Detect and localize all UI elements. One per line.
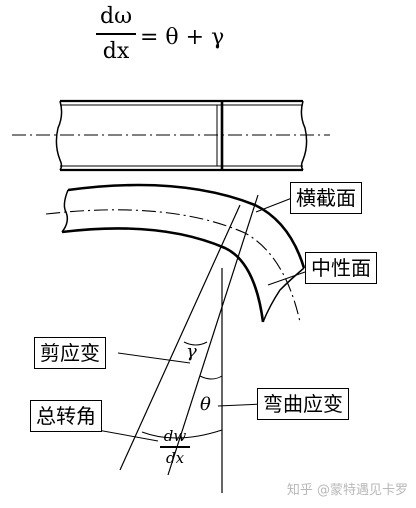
- cross-section-leader: [255, 197, 293, 213]
- dwdx-fraction: dw dx: [160, 428, 190, 466]
- theta-arc: [199, 375, 223, 380]
- bending-strain-leader: [217, 403, 263, 407]
- formula: dω dx = θ + γ: [96, 4, 256, 74]
- undeformed-beam-right-break: [300, 100, 308, 171]
- formula-denominator: dx: [102, 39, 130, 64]
- neutral-axis-line: [45, 209, 301, 323]
- shear-strain-label: 剪应变: [34, 337, 106, 369]
- watermark: 知乎 @蒙特遇见卡罗: [286, 483, 408, 498]
- neutral-plane-leader: [267, 271, 306, 286]
- cross-section-label: 横截面: [290, 182, 362, 214]
- formula-rhs: = θ + γ: [140, 25, 225, 50]
- angle-lines: [119, 194, 259, 493]
- dwdx-bar: [160, 446, 190, 448]
- formula-fraction: dω dx: [96, 4, 136, 65]
- formula-numerator: dω: [99, 4, 133, 29]
- undeformed-beam: [12, 99, 330, 172]
- deformed-beam-bottom-edge: [61, 227, 265, 323]
- total-rotation-label: 总转角: [30, 400, 102, 432]
- fraction-bar: [96, 33, 136, 35]
- gamma-symbol: γ: [186, 341, 197, 362]
- theta-symbol: θ: [200, 394, 211, 415]
- neutral-plane-label: 中性面: [305, 252, 377, 284]
- cross-section-normal-line: [167, 194, 259, 476]
- dwdx-numerator: dw: [163, 427, 187, 445]
- dwdx-arc: [141, 429, 223, 439]
- gamma-arc: [183, 341, 208, 346]
- dwdx-denominator: dx: [165, 448, 185, 467]
- shear-strain-leader: [117, 352, 191, 364]
- deformed-beam: [45, 183, 306, 323]
- deformed-beam-left-break: [61, 189, 69, 233]
- deformed-beam-top-edge: [67, 183, 306, 269]
- rotated-section-line: [119, 204, 241, 471]
- undeformed-beam-left-break: [55, 100, 63, 171]
- bending-strain-label: 弯曲应变: [257, 388, 349, 420]
